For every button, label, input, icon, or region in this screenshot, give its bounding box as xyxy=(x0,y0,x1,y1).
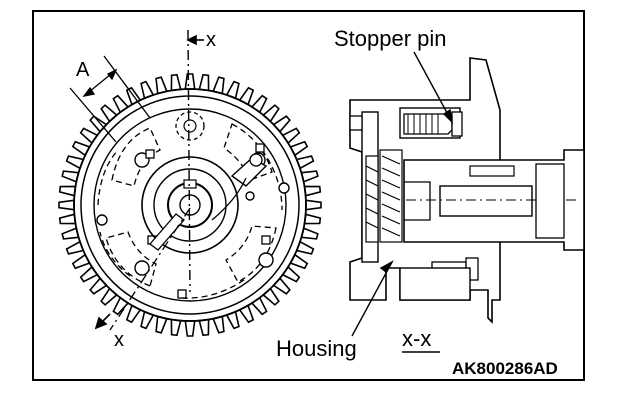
cam-center-bolt xyxy=(439,185,533,217)
stopper-pin-cap xyxy=(451,111,463,137)
stopper-pin xyxy=(403,113,453,135)
sprocket-tooth xyxy=(184,73,196,90)
rear-plate xyxy=(399,267,471,301)
housing-face xyxy=(93,108,287,302)
vane-spring-pack xyxy=(365,149,403,243)
section-line-lower xyxy=(109,207,191,331)
lock-lugs xyxy=(145,143,271,299)
housing-label: Housing xyxy=(276,336,357,361)
sprocket-tooth xyxy=(58,199,75,211)
sprocket-teeth xyxy=(58,73,322,337)
figure-code: AK800286AD xyxy=(452,359,558,378)
section-line-x-x xyxy=(187,29,191,293)
dimension-label-a: A xyxy=(76,59,90,81)
section-arrow-top xyxy=(186,34,204,46)
sprocket-root-circle xyxy=(73,88,307,322)
oil-passage xyxy=(149,213,185,251)
hub-keyway xyxy=(183,179,197,189)
cam-oil-groove xyxy=(469,165,515,177)
hidden-vane-lines xyxy=(97,123,283,299)
sprocket-tooth xyxy=(184,320,196,337)
section-view xyxy=(349,57,585,324)
hub-middle xyxy=(153,168,227,242)
sprocket-front-view xyxy=(58,29,322,337)
section-mark-top: x xyxy=(206,29,216,51)
section-view-label: x-x xyxy=(402,326,431,351)
cam-step xyxy=(404,181,431,221)
section-arrow-bottom xyxy=(94,313,111,330)
stopper-pin-hole xyxy=(183,119,197,133)
section-mark-bottom: x xyxy=(114,329,124,351)
stopper-pin-label: Stopper pin xyxy=(334,26,447,51)
stopper-pin-spring xyxy=(407,114,439,134)
dimension-a xyxy=(69,55,151,143)
leader-lines xyxy=(351,51,454,337)
front-bolt-head xyxy=(349,115,363,131)
sprocket-tooth xyxy=(305,199,322,211)
sprocket-inner-rim xyxy=(80,95,300,315)
cam-lobe xyxy=(535,163,565,239)
spring-arm xyxy=(211,177,247,221)
lever-pivot xyxy=(249,153,263,167)
